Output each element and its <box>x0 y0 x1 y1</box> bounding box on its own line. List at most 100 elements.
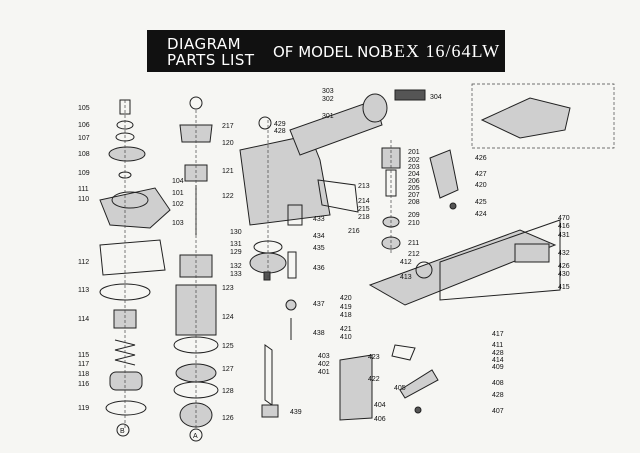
part-304-air-fitting <box>394 89 426 101</box>
part-label-438: 438 <box>313 330 325 337</box>
part-label-130: 130 <box>230 229 242 236</box>
magazine-rail <box>368 229 557 306</box>
part-label-112: 112 <box>78 259 89 266</box>
part-label-210: 210 <box>408 220 420 227</box>
part-133-screw <box>263 271 271 281</box>
part-label-433: 433 <box>313 216 325 223</box>
part-label-422: 422 <box>368 376 380 383</box>
part-label-104: 104 <box>172 178 184 185</box>
part-301-grip <box>480 97 571 139</box>
body-handle-assembly <box>239 89 426 421</box>
part-label-217: 217 <box>222 123 234 130</box>
part-label-132: 132 <box>230 263 242 270</box>
part-label-108: 108 <box>78 151 90 158</box>
part-label-109: 109 <box>78 170 90 177</box>
part-label-429: 429 <box>274 121 286 128</box>
part-label-425: 425 <box>475 199 487 206</box>
part-label-202: 202 <box>408 157 420 164</box>
part-404-nose-plate <box>339 354 373 421</box>
part-label-207: 207 <box>408 192 420 199</box>
part-label-105: 105 <box>78 105 90 112</box>
part-label-124: 124 <box>222 314 234 321</box>
part-label-408: 408 <box>492 380 504 387</box>
part-label-121: 121 <box>222 168 234 175</box>
part-112-gasket-plate <box>99 239 166 276</box>
safety-wire <box>264 344 273 406</box>
part-label-206: 206 <box>408 178 420 185</box>
part-label-404: 404 <box>374 402 386 409</box>
part-label-203: 203 <box>408 164 420 171</box>
part-426-trigger <box>429 149 459 199</box>
part-408-latch <box>399 369 439 399</box>
connector-b-bottom <box>116 423 130 437</box>
connector-a-top <box>258 116 272 130</box>
part-label-111: 111 <box>78 186 89 193</box>
part-label-209: 209 <box>408 212 420 219</box>
part-label-120: 120 <box>222 140 234 147</box>
part-407-screw <box>414 406 422 414</box>
part-label-125: 125 <box>222 343 234 350</box>
part-label-216: 216 <box>348 228 360 235</box>
part-label-423: 423 <box>368 354 380 361</box>
part-label-405: 405 <box>394 385 406 392</box>
part-label-211: 211 <box>408 240 419 247</box>
part-label-107: 107 <box>78 135 90 142</box>
part-label-133: 133 <box>230 271 242 278</box>
part-label-402: 402 <box>318 361 330 368</box>
part-label-427: 427 <box>475 171 487 178</box>
part-label-103: 103 <box>172 220 184 227</box>
title-model-number: BEX 16/64LW <box>381 41 501 61</box>
part-425-pin <box>449 202 457 210</box>
part-label-401: 401 <box>318 369 330 376</box>
part-label-432: 432 <box>558 250 570 257</box>
connector-a-label: A <box>193 433 198 440</box>
part-108-cap <box>108 146 146 162</box>
part-label-118: 118 <box>78 371 89 378</box>
part-label-213: 213 <box>358 183 370 190</box>
part-label-413: 413 <box>400 274 412 281</box>
part-label-426-top: 426 <box>475 155 487 162</box>
part-label-106: 106 <box>78 122 90 129</box>
part-label-218: 218 <box>358 214 370 221</box>
part-label-101: 101 <box>172 190 184 197</box>
part-label-436: 436 <box>313 265 325 272</box>
part-label-420: 420 <box>340 295 352 302</box>
part-214-trigger <box>317 179 359 213</box>
connector-a-bottom <box>189 428 203 442</box>
part-label-126: 126 <box>222 415 234 422</box>
part-label-470: 470 <box>558 215 570 222</box>
part-label-115: 115 <box>78 352 89 359</box>
part-label-113: 113 <box>78 287 89 294</box>
part-label-119: 119 <box>78 405 89 412</box>
part-label-410: 410 <box>340 334 352 341</box>
inset-detail-301 <box>471 83 615 149</box>
part-label-129: 129 <box>230 249 242 256</box>
part-label-412: 412 <box>400 259 412 266</box>
part-116-valve-sleeve <box>109 371 143 391</box>
part-label-437: 437 <box>313 301 325 308</box>
part-label-214: 214 <box>358 198 370 205</box>
part-120-bumper <box>179 124 213 143</box>
part-label-424: 424 <box>475 211 487 218</box>
part-label-123: 123 <box>222 285 234 292</box>
part-label-303: 303 <box>322 88 334 95</box>
part-436-pin <box>287 251 297 279</box>
part-label-102: 102 <box>172 201 184 208</box>
part-label-215: 215 <box>358 206 370 213</box>
magazine-assembly <box>368 219 561 414</box>
part-label-302: 302 <box>322 96 334 103</box>
part-label-439: 439 <box>290 409 302 416</box>
part-label-110: 110 <box>78 196 89 203</box>
title-line-diagram: DIAGRAM <box>167 35 242 53</box>
part-label-122: 122 <box>222 193 234 200</box>
part-label-411: 411 <box>492 342 503 349</box>
title-model-prefix: OF MODEL NO. <box>273 43 385 61</box>
part-label-431: 431 <box>558 232 570 239</box>
part-label-416: 416 <box>558 223 570 230</box>
part-label-428: 428 <box>274 128 286 135</box>
inset-border <box>471 83 615 149</box>
part-119-o-ring <box>105 400 147 416</box>
part-413-ring <box>415 261 433 279</box>
